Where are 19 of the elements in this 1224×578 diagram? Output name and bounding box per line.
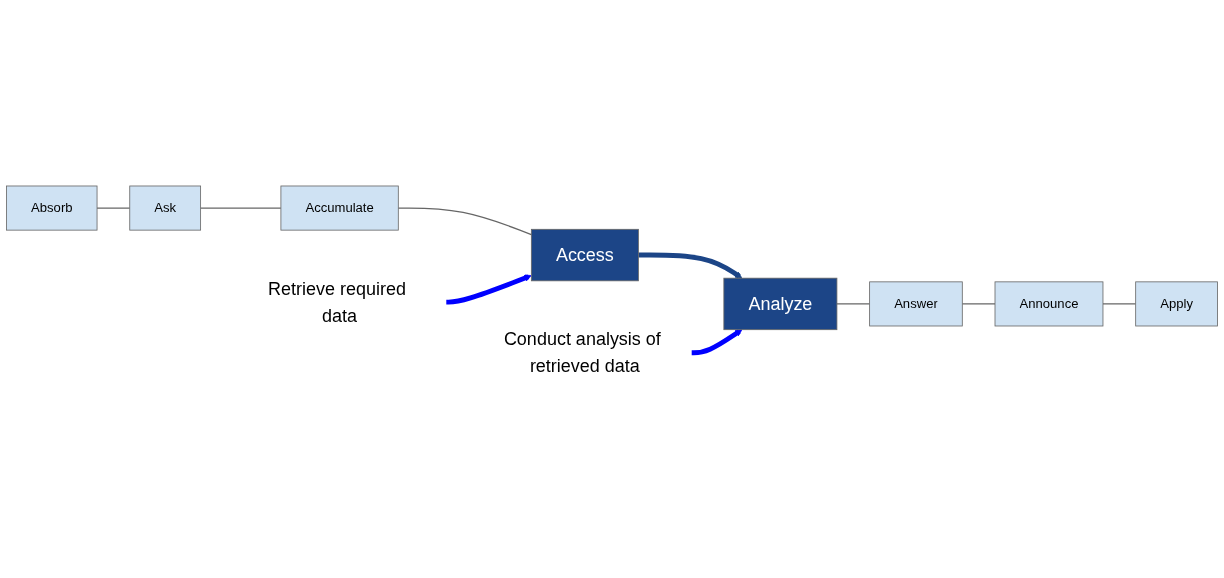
- node-box: Answer: [869, 281, 963, 327]
- connector: [397, 207, 532, 236]
- connector: [96, 207, 131, 209]
- node-box: Announce: [994, 281, 1104, 327]
- node-box: Absorb: [6, 185, 98, 231]
- connector: [1102, 303, 1137, 305]
- connector: [200, 207, 282, 209]
- node-box: Ask: [129, 185, 201, 231]
- arrow: [691, 329, 743, 356]
- connector: [836, 303, 871, 305]
- arrow: [445, 274, 532, 305]
- node-text: Retrieve required data: [268, 278, 407, 326]
- node-box: Access: [530, 228, 639, 282]
- node-box: Accumulate: [280, 185, 399, 231]
- arrow: [638, 252, 743, 279]
- node-text: Conduct analysis of retrieved data: [503, 329, 661, 377]
- node-box: Apply: [1135, 281, 1218, 327]
- node-box: Analyze: [723, 277, 838, 331]
- connector: [961, 303, 996, 305]
